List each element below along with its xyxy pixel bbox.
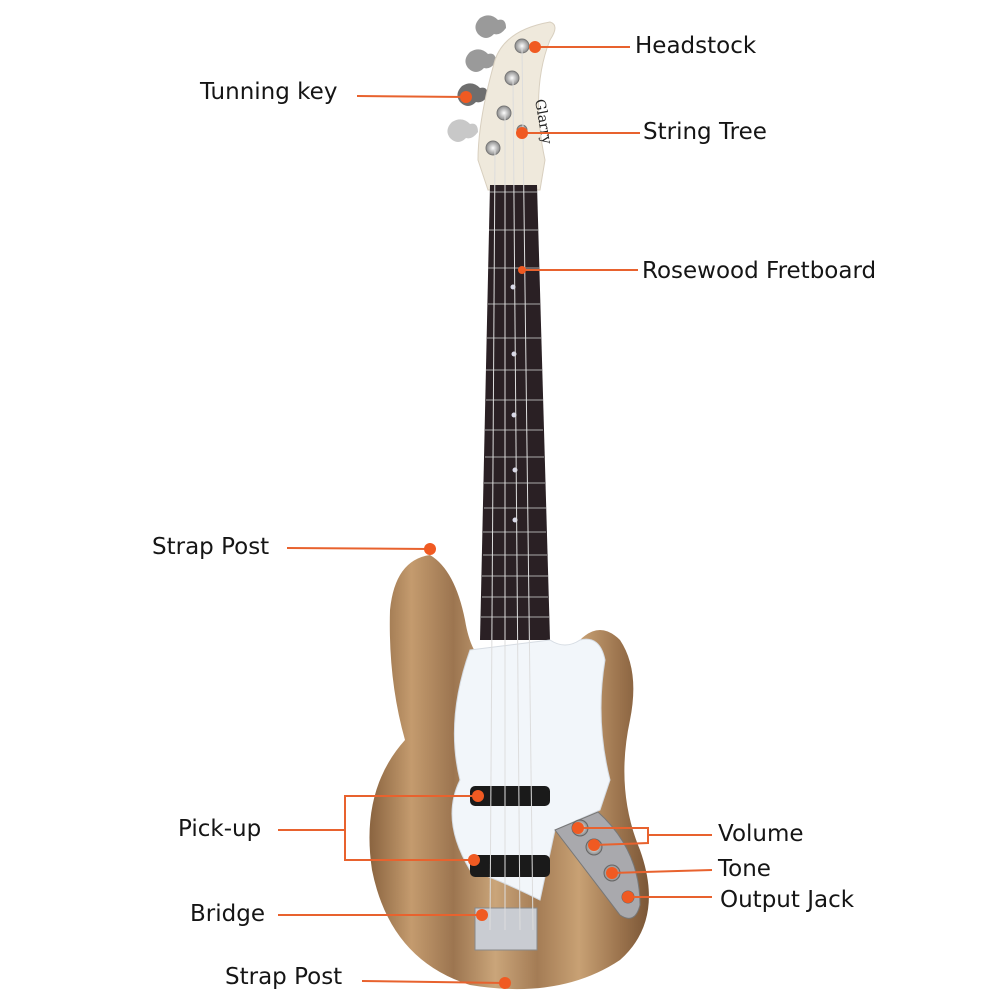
label-string-tree: String Tree	[643, 119, 767, 145]
label-strap-post-bottom: Strap Post	[225, 964, 343, 990]
fretboard	[480, 185, 550, 640]
label-volume: Volume	[718, 821, 804, 847]
label-tuning-key: Tunning key	[200, 79, 338, 105]
label-bridge: Bridge	[190, 901, 265, 927]
marker-dots	[424, 41, 634, 989]
pickup-neck	[470, 786, 550, 806]
label-fretboard: Rosewood Fretboard	[642, 258, 877, 284]
leader-lines	[278, 46, 713, 984]
label-headstock: Headstock	[635, 33, 757, 59]
label-output-jack: Output Jack	[720, 887, 855, 913]
label-pickup: Pick-up	[178, 816, 262, 842]
label-tone: Tone	[718, 856, 771, 882]
label-strap-post-top: Strap Post	[152, 534, 270, 560]
pickup-bridge	[470, 855, 550, 877]
